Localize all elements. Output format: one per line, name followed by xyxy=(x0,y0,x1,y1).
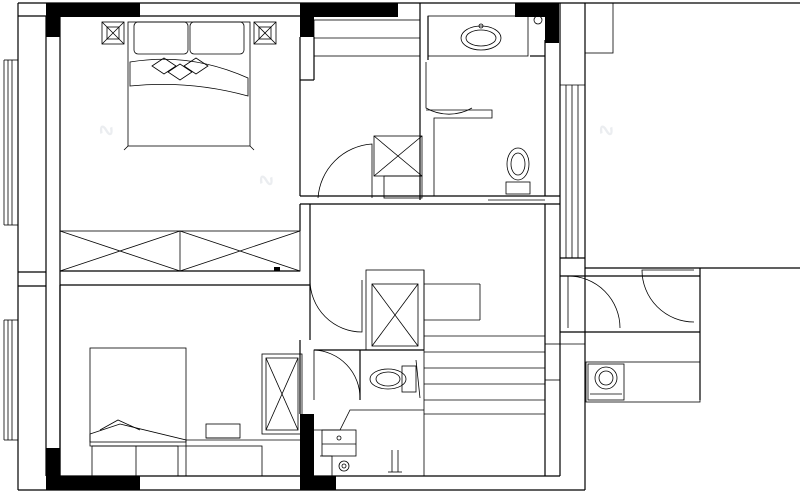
svg-text:∿: ∿ xyxy=(594,116,620,146)
nightstand xyxy=(253,21,277,45)
balcony xyxy=(560,2,800,400)
toilet xyxy=(369,365,417,393)
laundry xyxy=(560,269,701,403)
shower xyxy=(373,135,423,199)
washbasin-counter xyxy=(427,15,529,57)
desk xyxy=(91,423,263,477)
bedroom-2 xyxy=(59,285,301,477)
single-bed xyxy=(89,347,187,447)
bathroom-1 xyxy=(373,3,546,201)
wardrobe xyxy=(59,230,301,272)
staircase xyxy=(365,204,561,476)
washbasin xyxy=(460,25,502,51)
svg-text:∿: ∿ xyxy=(94,116,120,146)
watermark-marks: ∿ ∿ ∿ xyxy=(94,116,620,196)
outer-walls xyxy=(3,2,586,491)
bedroom-1 xyxy=(59,19,421,286)
hallway xyxy=(299,143,560,340)
svg-text:∿: ∿ xyxy=(254,166,280,196)
bathroom-2 xyxy=(261,349,424,476)
nightstand xyxy=(101,21,125,45)
toilet xyxy=(505,147,531,195)
washing-machine xyxy=(587,363,625,401)
washbasin xyxy=(321,429,357,457)
double-bed xyxy=(127,21,251,147)
structural-columns xyxy=(46,3,559,490)
